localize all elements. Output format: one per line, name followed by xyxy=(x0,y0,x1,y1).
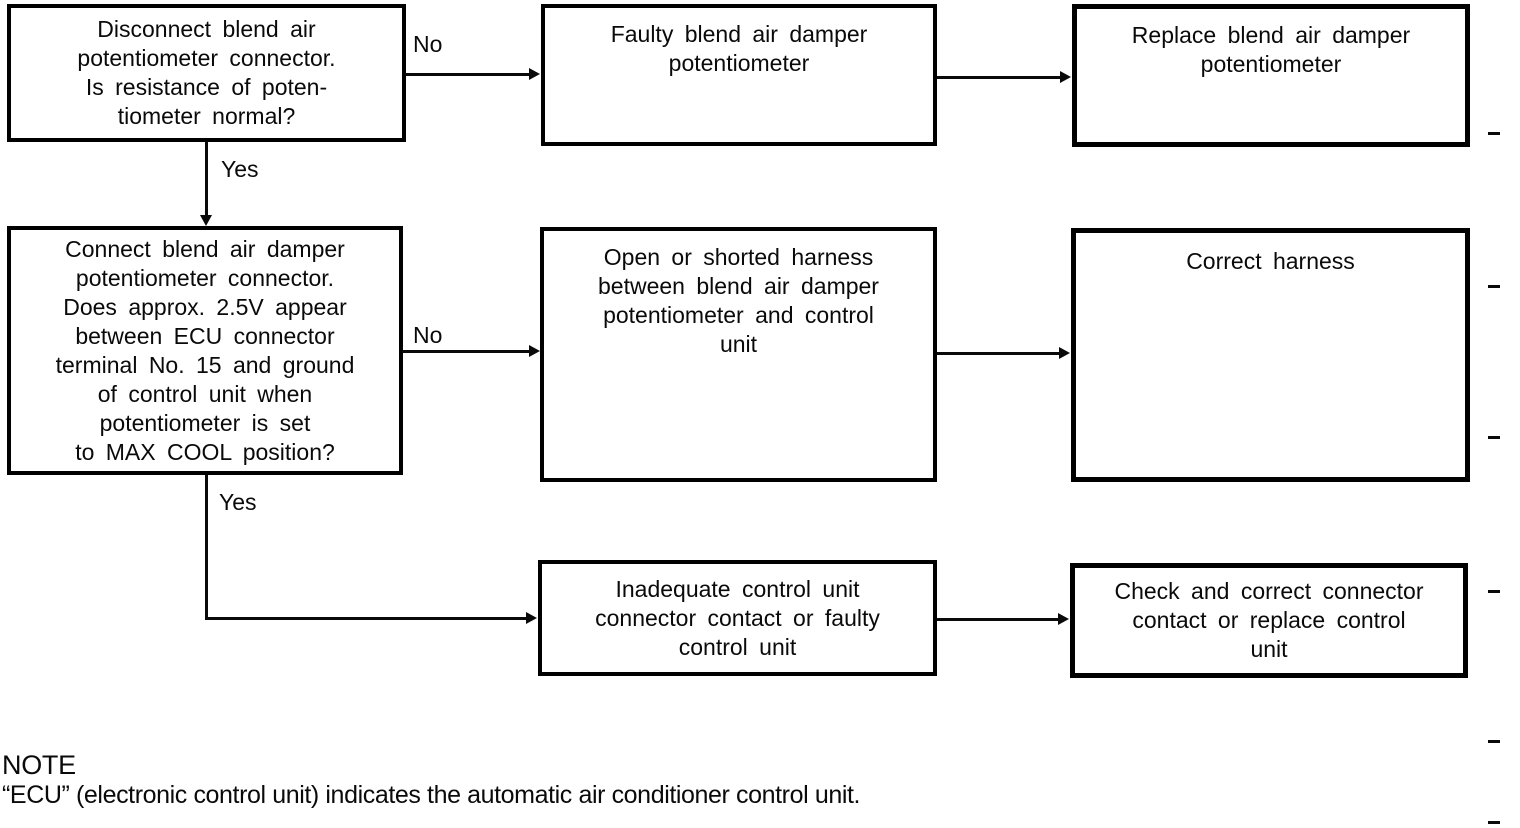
edge-label-yes-2: Yes xyxy=(219,489,257,515)
edge-label-no-2: No xyxy=(413,322,443,348)
page-edge-tick xyxy=(1488,740,1500,743)
arrowhead-q2-no-icon xyxy=(529,345,540,357)
box-faulty-potentiometer: Faulty blend air damper potentiometer xyxy=(541,4,937,146)
connector-q2-no-line xyxy=(402,350,530,353)
connector-q2-yes-horizontal-line xyxy=(205,617,527,620)
box-disconnect-potentiometer-question: Disconnect blend air potentiometer conne… xyxy=(7,4,406,142)
page-edge-tick xyxy=(1488,821,1500,824)
page-edge-tick xyxy=(1488,285,1500,288)
connector-inadequate-check-line xyxy=(937,618,1059,621)
connector-q2-yes-vertical-line xyxy=(205,475,208,620)
note-title: NOTE xyxy=(2,750,76,780)
connector-open-correct-line xyxy=(937,352,1060,355)
box-replace-potentiometer: Replace blend air damper potentiometer xyxy=(1072,4,1470,147)
note-body: “ECU” (electronic control unit) indicate… xyxy=(2,781,861,809)
arrowhead-q2-yes-icon xyxy=(526,612,537,624)
arrowhead-faulty-replace-icon xyxy=(1060,71,1071,83)
box-inadequate-control-unit: Inadequate control unit connector contac… xyxy=(538,560,937,676)
box-correct-harness: Correct harness xyxy=(1071,228,1470,482)
connector-q1-no-line xyxy=(405,73,530,76)
arrowhead-open-correct-icon xyxy=(1059,347,1070,359)
edge-label-no-1: No xyxy=(413,31,443,57)
page-edge-tick xyxy=(1488,132,1500,135)
page-edge-tick xyxy=(1488,590,1500,593)
page-edge-tick xyxy=(1488,436,1500,439)
edge-label-yes-1: Yes xyxy=(221,156,259,182)
arrowhead-inadequate-check-icon xyxy=(1058,613,1069,625)
box-open-shorted-harness: Open or shorted harness between blend ai… xyxy=(540,227,937,482)
box-connect-potentiometer-question: Connect blend air damper potentiometer c… xyxy=(7,226,403,475)
arrowhead-q1-yes-icon xyxy=(200,215,212,226)
connector-faulty-replace-line xyxy=(937,76,1061,79)
box-check-correct-connector: Check and correct connector contact or r… xyxy=(1070,563,1468,678)
arrowhead-q1-no-icon xyxy=(529,68,540,80)
connector-q1-yes-line xyxy=(205,141,208,216)
